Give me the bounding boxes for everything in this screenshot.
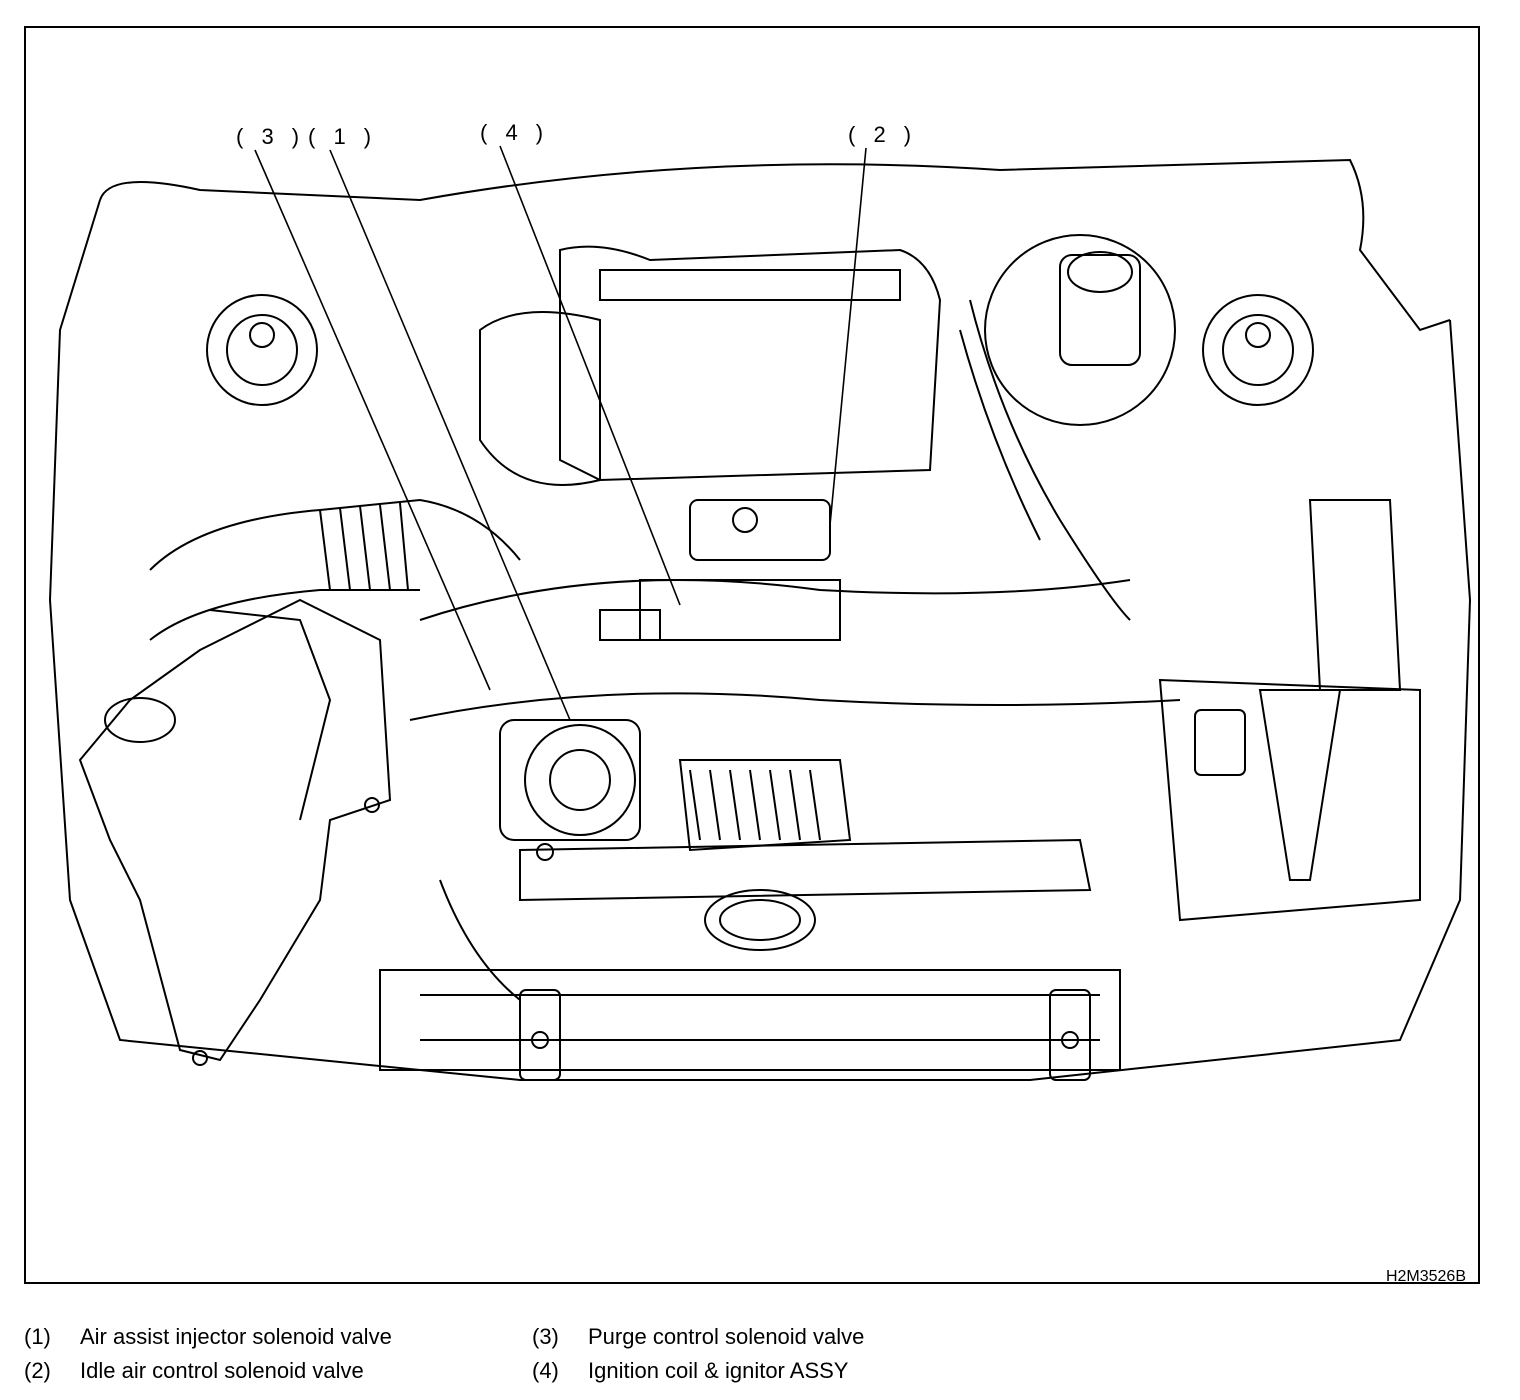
legend-item: (1) Air assist injector solenoid valve (24, 1320, 392, 1354)
legend-num: (4) (532, 1358, 559, 1383)
figure-id: H2M3526B (1385, 1268, 1466, 1285)
leader-line-3 (254, 149, 491, 691)
legend-text: Idle air control solenoid valve (80, 1358, 364, 1383)
battery (1158, 678, 1421, 922)
leader-line-2 (829, 147, 867, 526)
legend-item: (4) Ignition coil & ignitor ASSY (532, 1354, 864, 1388)
wiring-harness (409, 299, 1181, 1001)
right-strut-tower (1202, 294, 1314, 406)
fuse-box (1308, 499, 1402, 691)
legend-item: (2) Idle air control solenoid valve (24, 1354, 392, 1388)
legend-num: (1) (24, 1324, 51, 1349)
intake-duct (149, 498, 521, 641)
callout-1: ( 1 ) (308, 124, 378, 149)
leader-line-4 (499, 145, 681, 606)
legend-left: (1) Air assist injector solenoid valve (… (24, 1320, 392, 1388)
left-strut-tower (206, 294, 318, 406)
radiator-support (379, 969, 1121, 1081)
hood-outline (99, 158, 1451, 332)
legend-num: (2) (24, 1358, 51, 1383)
callout-3: ( 3 ) (236, 124, 306, 149)
engine-front (499, 719, 1092, 951)
legend-text: Air assist injector solenoid valve (80, 1324, 392, 1349)
legend-right: (3) Purge control solenoid valve (4) Ign… (532, 1320, 864, 1388)
legend-num: (3) (532, 1324, 559, 1349)
callout-2: ( 2 ) (848, 122, 918, 147)
callout-4: ( 4 ) (480, 120, 550, 145)
brake-booster (984, 234, 1176, 426)
air-filter-box (78, 598, 392, 1066)
leader-lines (254, 145, 867, 721)
throttle-body (599, 499, 841, 641)
intake-manifold (479, 245, 942, 486)
legend-text: Ignition coil & ignitor ASSY (588, 1358, 849, 1383)
legend-text: Purge control solenoid valve (588, 1324, 865, 1349)
diagram-frame (24, 26, 1480, 1284)
leader-line-1 (329, 149, 571, 721)
legend-item: (3) Purge control solenoid valve (532, 1320, 864, 1354)
